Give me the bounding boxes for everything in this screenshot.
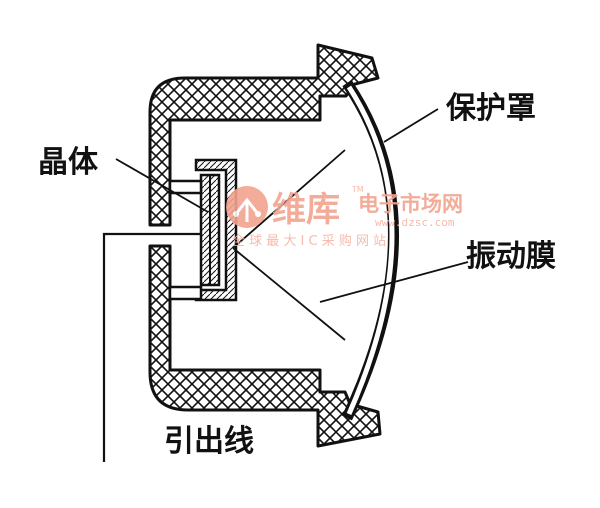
leader-diaphragm <box>319 261 469 303</box>
protective-cover-inner <box>346 85 395 416</box>
label-cover: 保护罩 <box>446 91 536 126</box>
support-post-upper <box>168 179 203 195</box>
lead-wire <box>102 232 200 462</box>
leader-cover <box>383 108 439 143</box>
watermark-logo-icon <box>226 186 268 228</box>
watermark-tagline: 电子市场网 <box>358 192 463 216</box>
watermark-slogan: 全 球 最 大 I C 采 购 网 站 <box>232 233 386 249</box>
watermark-tm: TM <box>351 185 364 194</box>
watermark-url: www.dzsc.com <box>375 216 455 229</box>
leader-crystal <box>115 158 209 213</box>
watermark: 维库 TM 电子市场网 www.dzsc.com 全 球 最 大 I C 采 购… <box>226 185 463 249</box>
label-lead: 引出线 <box>164 424 254 459</box>
support-post-lower <box>168 285 203 301</box>
label-diaphragm: 振动膜 <box>466 239 556 274</box>
watermark-brand: 维库 <box>272 190 340 230</box>
protective-cover <box>342 79 399 421</box>
diaphragm-cone <box>232 149 346 341</box>
label-crystal: 晶体 <box>38 145 99 180</box>
housing-upper <box>148 43 380 227</box>
housing-lower <box>148 244 382 448</box>
